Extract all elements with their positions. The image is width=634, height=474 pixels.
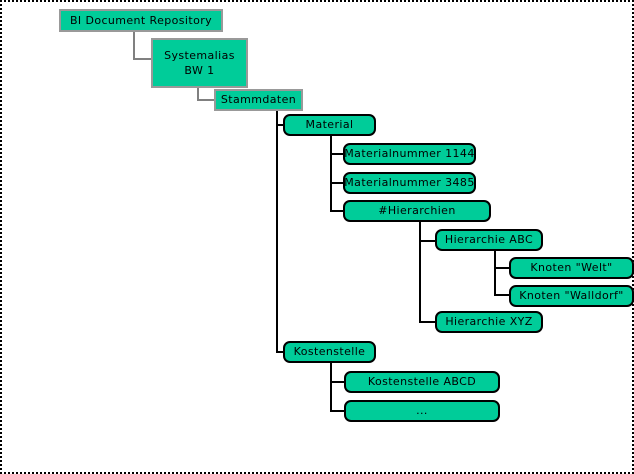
node-hierarchie-abc[interactable]: Hierarchie ABC: [435, 229, 543, 251]
connector-stammdaten-trunk: [276, 111, 278, 353]
node-label: Materialnummer 1144: [344, 147, 475, 160]
connector-kostenstelle-trunk: [330, 363, 332, 412]
node-label-line1: Systemalias: [164, 49, 235, 62]
node-kostenstelle-abcd[interactable]: Kostenstelle ABCD: [344, 371, 500, 393]
node-knoten-walldorf[interactable]: Knoten "Walldorf": [509, 285, 634, 307]
connector-material-to-matnr1144: [330, 153, 344, 155]
connector-hierarchien-trunk: [419, 222, 421, 323]
connector-stammdaten-to-material: [276, 124, 284, 126]
connector-kostenstelle-to-abcd: [330, 381, 345, 383]
node-label: Hierarchie XYZ: [445, 315, 533, 328]
node-knoten-welt[interactable]: Knoten "Welt": [509, 257, 634, 279]
node-label-line2: BW 1: [184, 64, 215, 77]
node-label: ...: [416, 404, 428, 417]
node-materialnummer-1144[interactable]: Materialnummer 1144: [343, 143, 476, 165]
connector-systemalias-to-stammdaten-horizontal: [197, 99, 215, 101]
connector-stammdaten-to-kostenstelle: [276, 351, 284, 353]
connector-hierarchie-abc-to-knoten-welt: [494, 267, 510, 269]
node-label: Materialnummer 3485: [344, 176, 475, 189]
connector-systemalias-to-stammdaten-vertical: [197, 88, 199, 101]
connector-root-to-systemalias-vertical: [133, 32, 135, 59]
connector-material-to-matnr3485: [330, 182, 344, 184]
node-label: Hierarchie ABC: [444, 233, 534, 246]
node-kostenstelle-more[interactable]: ...: [344, 400, 500, 422]
node-materialnummer-3485[interactable]: Materialnummer 3485: [343, 172, 476, 194]
node-material[interactable]: Material: [283, 114, 376, 136]
node-systemalias-bw1[interactable]: Systemalias BW 1: [151, 38, 248, 88]
node-stammdaten[interactable]: Stammdaten: [214, 89, 303, 111]
node-hierarchie-xyz[interactable]: Hierarchie XYZ: [435, 311, 543, 333]
node-label: Kostenstelle ABCD: [367, 375, 477, 388]
node-label: Knoten "Walldorf": [519, 289, 624, 302]
connector-hierarchie-abc-to-knoten-walldorf: [494, 294, 510, 296]
node-label: Material: [305, 118, 354, 131]
node-bi-document-repository[interactable]: BI Document Repository: [59, 9, 223, 32]
connector-hierarchie-abc-trunk: [494, 251, 496, 296]
node-label: BI Document Repository: [69, 13, 213, 27]
connector-kostenstelle-to-more: [330, 410, 345, 412]
node-label: #Hierarchien: [378, 204, 456, 217]
node-label: Kostenstelle: [293, 345, 366, 358]
connector-material-to-hierarchien: [330, 210, 344, 212]
node-label: Knoten "Welt": [530, 261, 613, 274]
node-hierarchien[interactable]: #Hierarchien: [343, 200, 491, 222]
connector-hierarchien-to-hierarchie-xyz: [419, 321, 436, 323]
connector-material-trunk: [330, 136, 332, 212]
connector-root-to-systemalias-horizontal: [133, 58, 151, 60]
node-kostenstelle[interactable]: Kostenstelle: [283, 341, 376, 363]
node-label: Stammdaten: [220, 93, 297, 106]
connector-hierarchien-to-hierarchie-abc: [419, 240, 436, 242]
